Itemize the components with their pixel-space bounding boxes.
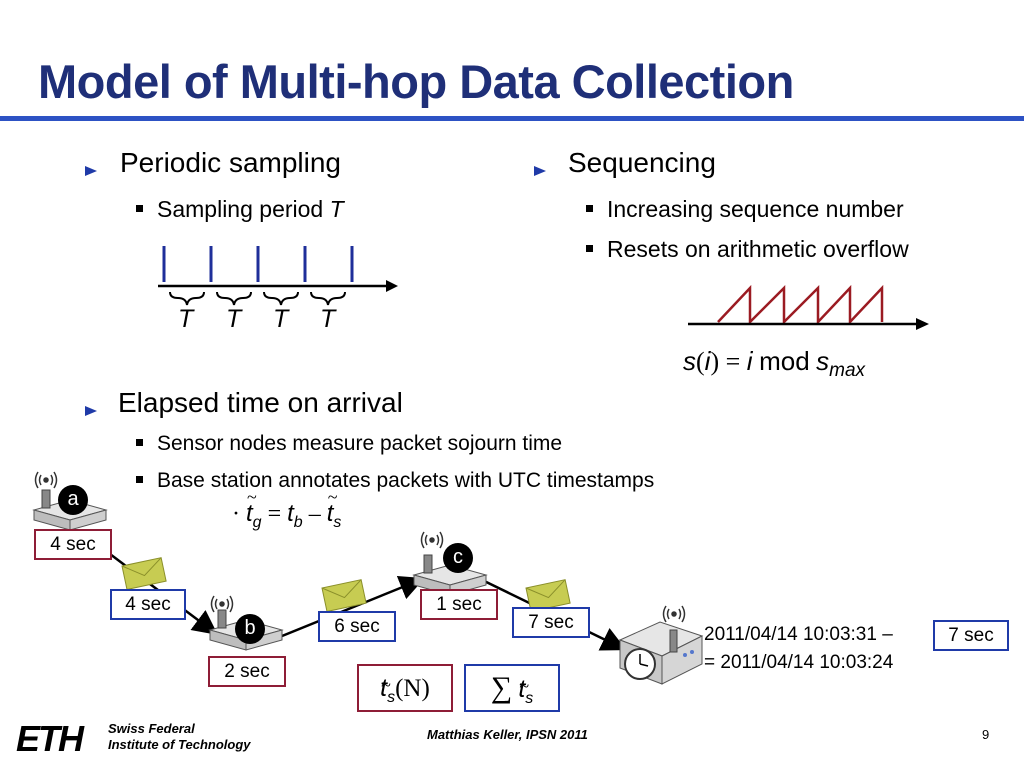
node-a-sojourn-box: 4 sec [34, 529, 112, 560]
period-label: T [320, 305, 336, 333]
formula-paren: ) [710, 347, 720, 376]
period-brace [310, 291, 346, 306]
formula-t: t [287, 500, 294, 527]
period-label: T [273, 305, 289, 333]
elapsed-formula: · ~tg = tb – ~ts [232, 487, 342, 531]
formula-minus: – [308, 501, 321, 527]
node-c-sojourn-box: 1 sec [420, 589, 498, 620]
formula-sum: ∑ [490, 671, 513, 704]
sequence-item-1-text: Increasing sequence number [607, 196, 904, 222]
base-station-clock-icon [618, 621, 704, 685]
formula-t: t [326, 500, 334, 527]
arrow-bullet-icon [534, 166, 546, 176]
envelope-icon [121, 557, 167, 591]
institution-line-2: Institute of Technology [108, 737, 251, 752]
network-diagram [32, 471, 704, 685]
sequence-item-2: Resets on arithmetic overflow [586, 236, 909, 263]
formula-subscript: s [387, 689, 396, 706]
sensor-node-icon [32, 489, 108, 531]
sampling-timeline [158, 246, 398, 306]
square-bullet-icon [586, 205, 593, 213]
formula-argument: (N) [395, 675, 430, 702]
antenna-icon [662, 605, 686, 623]
formula-s: s [683, 346, 696, 376]
timestamp-line-1: 2011/04/14 10:03:31 – [704, 624, 893, 645]
square-bullet-icon [136, 205, 143, 213]
sequence-item-2-text: Resets on arithmetic overflow [607, 236, 909, 262]
envelope-icon [321, 579, 367, 613]
antenna-icon [420, 531, 444, 549]
formula-t: t [518, 675, 526, 703]
formula-subscript: max [829, 360, 866, 382]
node-label-b: b [235, 614, 265, 644]
link-ab-time-box: 4 sec [110, 589, 186, 620]
formula-paren: ( [696, 347, 705, 376]
formula-s: s [816, 346, 830, 376]
timestamp-line-2: = 2011/04/14 10:03:24 [704, 652, 894, 673]
period-brace [169, 291, 205, 306]
sojourn-sum-box: ∑ ~ts [464, 664, 560, 712]
period-brace [263, 291, 299, 306]
timestamp-elapsed-box: 7 sec [933, 620, 1009, 651]
formula-equals: = [267, 501, 282, 527]
footer-author: Matthias Keller, IPSN 2011 [427, 727, 588, 742]
sequence-item-1: Increasing sequence number [586, 196, 904, 223]
arrow-bullet-icon [85, 166, 97, 176]
formula-subscript: b [293, 513, 303, 531]
link-bc-time-box: 6 sec [318, 611, 396, 642]
time-axis-arrowhead [386, 280, 398, 292]
formula-i: i [704, 346, 711, 376]
formula-t: t [380, 674, 388, 702]
antenna-icon [210, 595, 234, 613]
elapsed-time-heading: Elapsed time on arrival [118, 387, 403, 418]
node-label-c: c [443, 543, 473, 573]
formula-i: i [746, 346, 753, 376]
sequence-formula: s(i) = i mod smax [683, 346, 865, 382]
elapsed-item-2-text: Base station annotates packets with UTC … [157, 469, 655, 492]
institution-line-1: Swiss Federal [108, 721, 195, 736]
formula-subscript: s [333, 513, 342, 531]
title-rule [0, 116, 1024, 121]
sojourn-function-box: ~ts(N) [357, 664, 453, 712]
square-bullet-icon [136, 438, 143, 446]
link-b-c [281, 575, 425, 638]
formula-subscript: g [252, 513, 262, 531]
elapsed-item-1-text: Sensor nodes measure packet sojourn time [157, 432, 563, 455]
square-bullet-icon [136, 475, 143, 483]
sequencing-heading: Sequencing [568, 147, 716, 178]
formula-mod: mod [759, 346, 810, 376]
sequence-axis-arrowhead [916, 318, 929, 330]
period-brace [216, 291, 252, 306]
periodic-sampling-heading: Periodic sampling [120, 147, 341, 178]
sampling-period-var: T [329, 196, 344, 222]
elapsed-item-2: Base station annotates packets with UTC … [136, 469, 654, 493]
formula-bullet: · [232, 501, 240, 527]
node-b-sojourn-box: 2 sec [208, 656, 286, 687]
sampling-period-item: Sampling period T [136, 196, 344, 223]
antenna-icon [34, 471, 58, 489]
page-number: 9 [982, 727, 990, 742]
formula-t: t [246, 500, 253, 527]
slide-title: Model of Multi-hop Data Collection [38, 55, 794, 108]
sawtooth-line [717, 284, 884, 326]
period-label: T [226, 305, 242, 333]
square-bullet-icon [586, 245, 593, 253]
link-a-b [97, 544, 218, 635]
sawtooth-diagram [688, 284, 929, 330]
period-label: T [178, 305, 194, 333]
link-c-base-time-box: 7 sec [512, 607, 590, 638]
formula-subscript: s [525, 690, 534, 707]
node-label-a: a [58, 485, 88, 515]
formula-equals: = [725, 347, 741, 376]
elapsed-item-1: Sensor nodes measure packet sojourn time [136, 432, 562, 456]
sampling-period-text: Sampling period [157, 196, 330, 222]
arrow-bullet-icon [85, 406, 97, 416]
eth-logo: ETH [16, 718, 84, 759]
